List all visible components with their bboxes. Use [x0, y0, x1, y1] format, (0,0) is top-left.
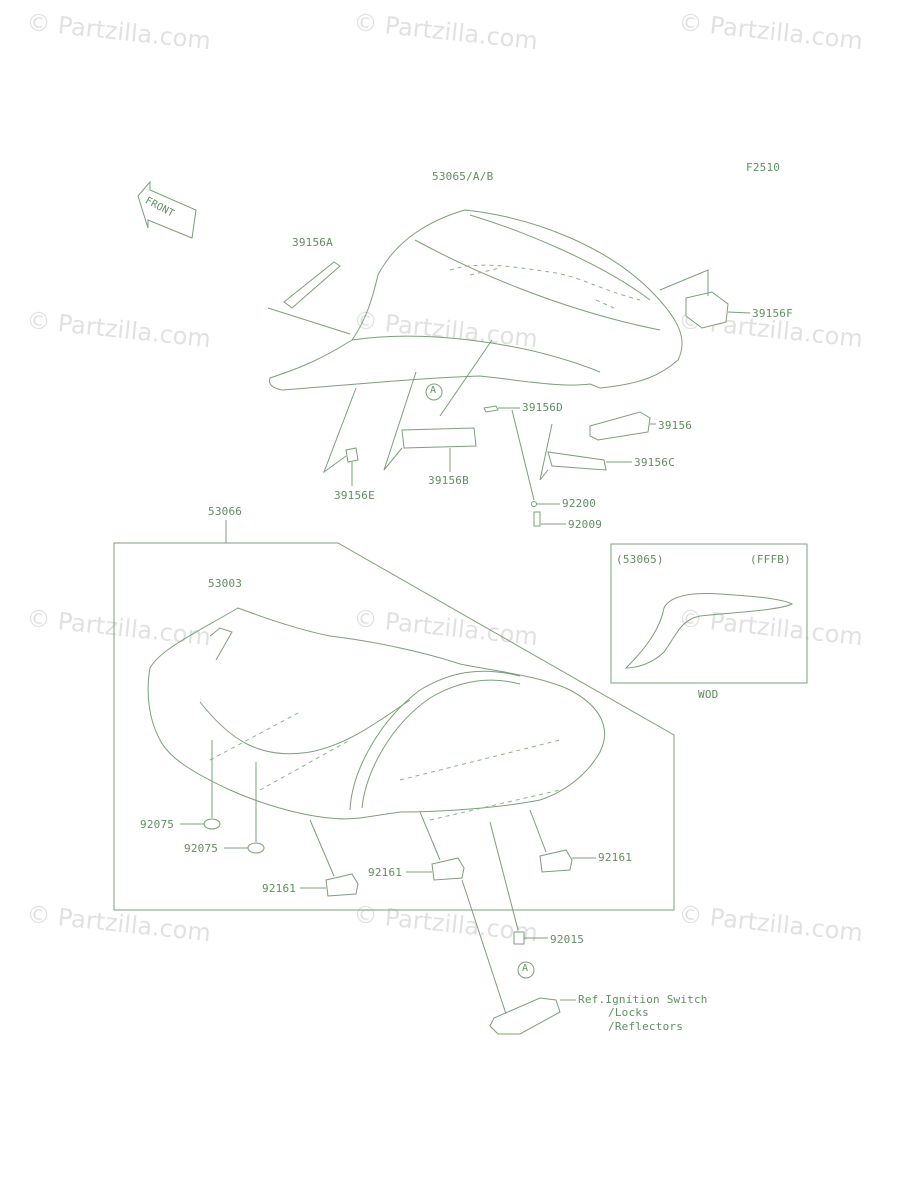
reference-line-2: /Locks: [608, 1006, 649, 1019]
part-39156F: [685, 291, 729, 329]
label-53003: 53003: [208, 577, 243, 590]
part-92009: [533, 511, 541, 527]
seat-cover-drawing: [269, 209, 683, 391]
label-39156D: 39156D: [522, 401, 563, 414]
part-92015: [513, 931, 525, 945]
ref-label-a-lower: A: [522, 963, 529, 974]
reference-line-3: /Reflectors: [608, 1020, 684, 1033]
label-92075-a: 92075: [140, 818, 175, 831]
part-92161-a: [325, 873, 359, 897]
label-92200: 92200: [562, 497, 597, 510]
label-92009: 92009: [568, 518, 603, 531]
label-92161-c: 92161: [598, 851, 633, 864]
figure-code: F2510: [746, 161, 781, 174]
ref-circle-a-lower: [517, 961, 535, 979]
part-39156B: [401, 427, 477, 449]
part-39156A: [283, 261, 341, 309]
inset-code-label: (FFFB): [750, 553, 791, 566]
ref-label-a-upper: A: [430, 385, 437, 396]
label-39156A: 39156A: [292, 236, 333, 249]
part-92200: [531, 501, 537, 507]
ignition-lock-part: [489, 997, 561, 1035]
part-92161-c: [539, 849, 573, 873]
part-39156: [589, 411, 651, 441]
part-39156D: [483, 405, 499, 413]
label-53065: 53065/A/B: [432, 170, 494, 183]
ref-circle-a-upper: [425, 383, 443, 401]
part-92161-b: [431, 857, 465, 881]
label-92161-a: 92161: [262, 882, 297, 895]
inset-part-label: (53065): [616, 553, 664, 566]
label-39156: 39156: [658, 419, 693, 432]
label-39156F: 39156F: [752, 307, 793, 320]
seat-assy-frame: [113, 542, 675, 911]
label-92015: 92015: [550, 933, 585, 946]
label-39156E: 39156E: [334, 489, 375, 502]
label-92075-b: 92075: [184, 842, 219, 855]
label-53066: 53066: [208, 505, 243, 518]
seat-drawing: [147, 607, 605, 821]
label-39156C: 39156C: [634, 456, 675, 469]
reference-line-1: Ref.Ignition Switch: [578, 993, 708, 1006]
label-92161-b: 92161: [368, 866, 403, 879]
inset-caption: WOD: [698, 688, 719, 701]
inset-part-drawing: [624, 593, 794, 669]
part-39156C: [547, 451, 607, 471]
part-92075-b: [247, 842, 265, 854]
inset-box: [610, 543, 808, 684]
front-arrow-icon: [137, 180, 197, 239]
part-92075-a: [203, 818, 221, 830]
label-39156B: 39156B: [428, 474, 469, 487]
part-39156E: [345, 447, 359, 463]
